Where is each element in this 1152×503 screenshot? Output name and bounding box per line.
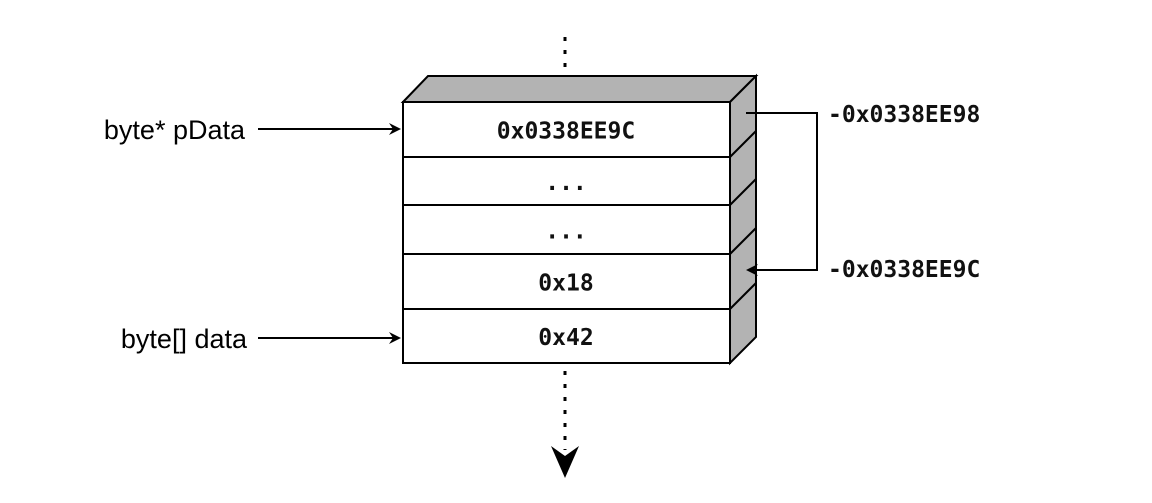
memory-cell	[402, 308, 731, 364]
pdata-pointer-label: byte* pData	[104, 115, 246, 145]
side-divider	[729, 130, 757, 158]
memory-cell-value: ...	[545, 170, 587, 196]
block-side-face	[729, 73, 757, 366]
side-divider	[729, 227, 757, 255]
offset-bracket-arrow	[746, 112, 818, 276]
data-pointer-label: byte[] data	[121, 324, 248, 354]
memory-cell-value: 0x0338EE9C	[497, 119, 635, 145]
memory-cell-value: 0x18	[538, 271, 593, 297]
memory-cell	[402, 101, 731, 158]
side-divider	[729, 282, 757, 310]
block-top-face	[400, 75, 759, 103]
memory-cell-value: 0x42	[538, 325, 593, 351]
memory-cell	[402, 204, 731, 255]
offset-label-bottom: -0x0338EE9C	[828, 257, 980, 283]
memory-cell-value: ...	[545, 219, 587, 245]
down-arrowhead-icon	[551, 446, 579, 478]
offset-label-top: -0x0338EE98	[828, 102, 980, 128]
side-divider	[729, 178, 757, 206]
